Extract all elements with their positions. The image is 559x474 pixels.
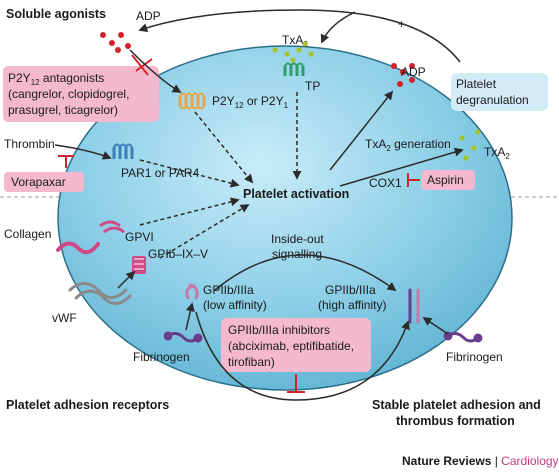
p2y12-antagonists-line2: (cangrelor, clopidogrel,	[8, 87, 129, 101]
fibrinogen-right-label: Fibrinogen	[446, 350, 503, 364]
txa2-molecules-top	[272, 41, 314, 63]
inside-out-line1: Inside-out	[271, 232, 324, 246]
vwf-to-gpib-arrow	[117, 270, 136, 289]
thrombin-to-par-arrow	[54, 144, 112, 160]
par-receptor-label: PAR1 or PAR4	[121, 166, 200, 180]
adp-to-p2y-arrow	[129, 49, 182, 93]
inside-out-line2: signalling	[272, 247, 322, 261]
gp2b3a-inhibitors-line1: GPIIb/IIIa inhibitors	[228, 323, 330, 337]
section-stable-adhesion-line2: thrombus formation	[396, 414, 515, 428]
tp-receptor-icon	[283, 62, 305, 76]
platelet-degranulation-box	[451, 73, 548, 111]
txa2-label-right: TxA2	[484, 145, 510, 161]
gp2b3a-inhibitors-line3: tirofiban)	[228, 355, 275, 369]
gpib-receptor-icon	[132, 256, 146, 274]
vwf-label: vWF	[52, 311, 77, 325]
gp2b3a-inhibitors-box	[221, 318, 371, 372]
gp2b3a-low-line1: GPIIb/IIIa	[203, 283, 254, 297]
journal-credit: Nature Reviews | Cardiology	[402, 454, 559, 468]
adp-label-top: ADP	[136, 9, 161, 23]
p2y12-antagonists-line3: prasugrel, ticagrelor)	[8, 103, 118, 117]
gp2b3a-low-line2: (low affinity)	[203, 298, 267, 312]
feedback-plus-sign: +	[398, 17, 405, 31]
gp2b3a-high-receptor-icon	[408, 288, 420, 324]
aspirin-box	[421, 170, 475, 190]
gp2b3a-inhibitors-line2: (abciximab, eptifibatide,	[228, 339, 354, 353]
gpvi-receptor-icon	[99, 220, 125, 234]
collagen-label: Collagen	[4, 227, 51, 241]
p2y12-antagonists-title: P2Y12 antagonists	[8, 71, 104, 87]
adp-molecules-top	[100, 32, 131, 53]
fibrinogen-left-label: Fibrinogen	[133, 350, 190, 364]
bottom-binding-arc	[195, 311, 410, 401]
tp-receptor-label: TP	[305, 79, 320, 93]
fibrinogen-left-arrow	[185, 302, 195, 331]
txa2-feedback-arrow	[320, 11, 356, 44]
txa2-label-top: TxA2	[282, 33, 308, 49]
aspirin-inhibition-mark	[407, 173, 420, 187]
fibrinogen-left-icon	[163, 331, 203, 343]
vwf-strands	[68, 282, 132, 305]
adp-label-right: ADP	[401, 65, 426, 79]
platelet-degranulation-line2: degranulation	[456, 93, 529, 107]
fibrinogen-right-arrow	[422, 317, 449, 335]
p2y12-inhibition-mark	[131, 54, 153, 76]
txa2-generation-label: TxA2 generation	[365, 137, 451, 153]
cox1-label: COX1	[369, 176, 402, 190]
p2y-receptor-label: P2Y12 or P2Y1	[212, 94, 289, 110]
vorapaxar-label: Vorapaxar	[11, 175, 66, 189]
signalling-arrows	[139, 92, 302, 259]
txa2-molecules-right	[459, 129, 481, 161]
gp2b3a-inhibition-mark	[287, 374, 305, 393]
p2y-receptor-icon	[178, 92, 206, 110]
gp2b3a-high-line2: (high affinity)	[318, 298, 386, 312]
thrombin-label: Thrombin	[4, 137, 55, 151]
gp2b3a-high-line1: GPIIb/IIIa	[325, 283, 376, 297]
section-soluble-agonists: Soluble agonists	[6, 7, 106, 21]
inside-out-arrow	[214, 254, 397, 292]
platelet-degranulation-line1: Platelet	[456, 77, 497, 91]
p2y12-antagonists-box	[3, 66, 159, 122]
gpib-label: GPIb–IX–V	[148, 247, 208, 261]
activation-to-txa2-arrow	[339, 147, 464, 187]
vorapaxar-inhibition-mark	[58, 155, 74, 168]
gp2b3a-low-receptor-icon	[185, 283, 199, 300]
platelet-body	[57, 45, 513, 391]
aspirin-label: Aspirin	[427, 173, 464, 187]
gpvi-label: GPVI	[125, 230, 154, 244]
fibrinogen-right-icon	[443, 331, 483, 343]
activation-to-degranulation-arrow	[329, 90, 394, 171]
section-stable-adhesion-line1: Stable platelet adhesion and	[372, 398, 541, 412]
platelet-activation-label: Platelet activation	[243, 187, 349, 201]
par-receptor-icon	[112, 143, 134, 159]
vorapaxar-box	[4, 172, 84, 192]
adp-molecules-right	[391, 63, 415, 87]
collagen-strand	[56, 241, 100, 255]
degranulation-feedback-arrow	[138, 9, 461, 63]
section-adhesion-receptors: Platelet adhesion receptors	[6, 398, 169, 412]
